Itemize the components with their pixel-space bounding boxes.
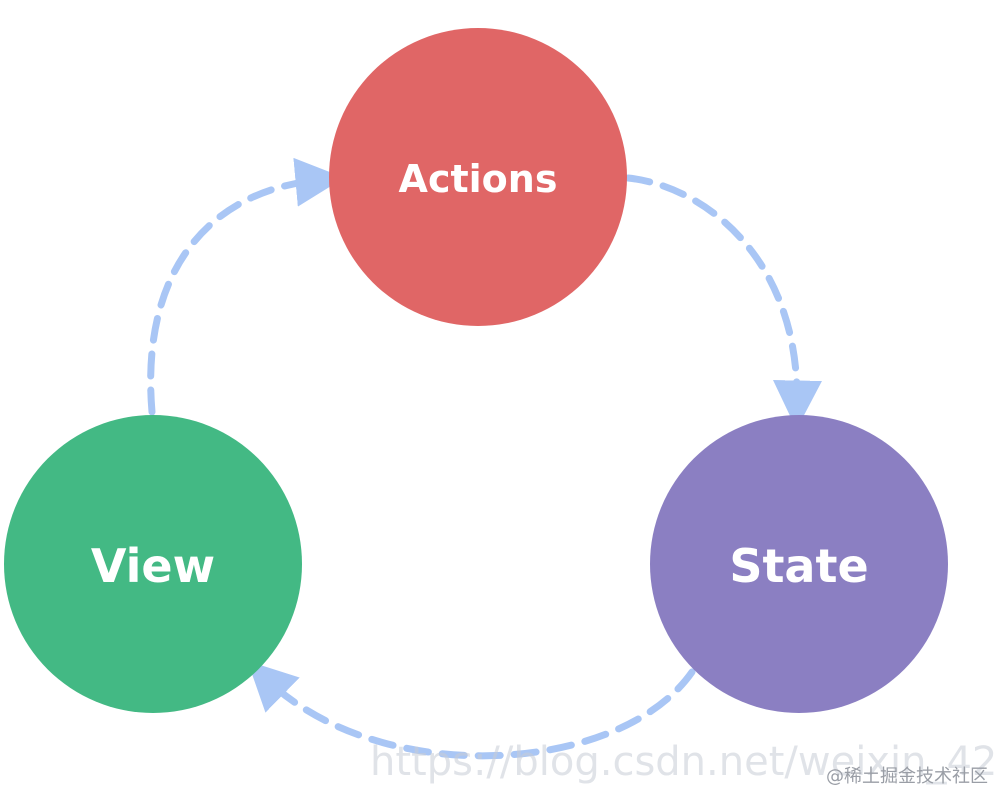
url-watermark: https://blog.csdn.net/weixin_4275597 [370, 739, 1000, 785]
actions-node: Actions [329, 28, 627, 326]
view-label: View [91, 539, 215, 593]
actions-label: Actions [399, 157, 558, 201]
arrow-view-to-actions [147, 157, 345, 416]
site-watermark: @稀土掘金技术社区 [826, 766, 988, 787]
arrow-state-to-view [247, 660, 696, 760]
actions-circle [329, 28, 627, 326]
view-circle [4, 415, 302, 713]
arrow-actions-to-state [624, 174, 822, 430]
state-node: State [650, 415, 948, 713]
state-label: State [729, 539, 868, 593]
state-circle [650, 415, 948, 713]
view-node: View [4, 415, 302, 713]
